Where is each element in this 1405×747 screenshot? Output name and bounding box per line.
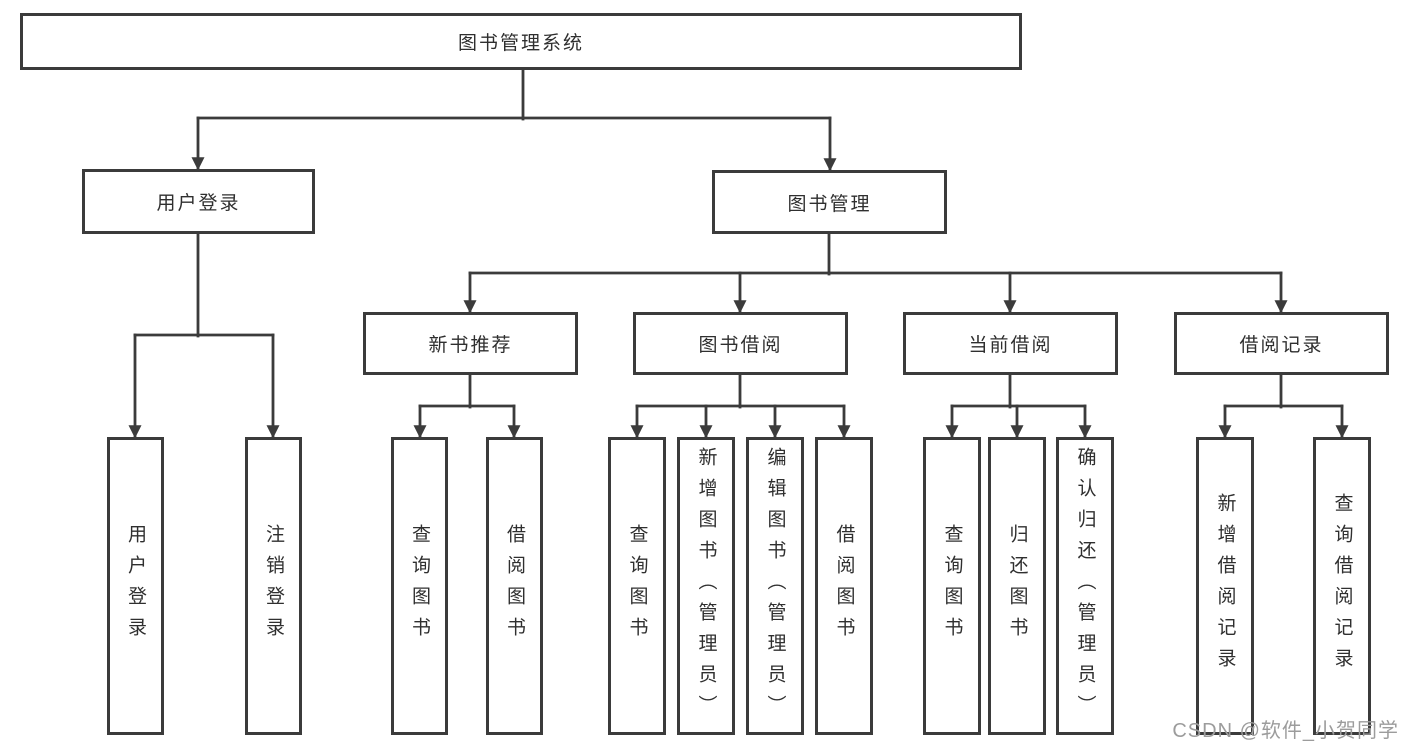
leaf-borrow-books: 借阅图书: [815, 437, 873, 735]
connectors-book-borrow-group: [630, 373, 851, 439]
leaf-label: 查询图书: [941, 524, 963, 648]
leaf-user-login: 用户登录: [107, 437, 164, 735]
node-label: 用户登录: [156, 193, 241, 214]
node-label: 当前借阅: [968, 335, 1053, 356]
node-borrowing-records: 借阅记录: [1174, 312, 1389, 375]
leaf-query-borrow-record: 查询借阅记录: [1313, 437, 1371, 735]
node-library-system: 图书管理系统: [20, 13, 1022, 70]
leaf-logout: 注销登录: [245, 437, 302, 735]
node-book-borrowing: 图书借阅: [633, 312, 848, 375]
leaf-label: 用户登录: [125, 524, 146, 648]
leaf-return-books: 归还图书: [988, 437, 1046, 735]
leaf-query-books: 查询图书: [608, 437, 666, 735]
leaf-add-books-admin: 新增图书（管理员）: [677, 437, 735, 735]
leaf-label: 借阅图书: [833, 524, 855, 648]
leaf-label: 新增借阅记录: [1214, 493, 1236, 679]
node-book-management: 图书管理: [712, 170, 947, 234]
node-label: 图书管理: [787, 193, 872, 215]
node-current-borrowing: 当前借阅: [903, 312, 1118, 375]
leaf-add-borrow-record: 新增借阅记录: [1196, 437, 1254, 735]
leaf-label: 编辑图书（管理员）: [764, 446, 786, 726]
leaf-query-books: 查询图书: [923, 437, 981, 735]
leaf-label: 借阅图书: [504, 524, 525, 648]
connectors-borrow-record-group: [1218, 373, 1349, 439]
leaf-label: 确认归还（管理员）: [1074, 446, 1096, 726]
node-label: 图书借阅: [698, 335, 783, 356]
leaf-query-books: 查询图书: [391, 437, 448, 735]
leaf-label: 新增图书（管理员）: [695, 446, 717, 726]
leaf-borrow-books: 借阅图书: [486, 437, 543, 735]
connectors-current-borrow-group: [945, 373, 1092, 439]
leaf-label: 查询图书: [626, 524, 648, 648]
leaf-confirm-return-admin: 确认归还（管理员）: [1056, 437, 1114, 735]
connectors-new-book-group: [413, 373, 521, 439]
node-label: 借阅记录: [1239, 335, 1324, 356]
leaf-edit-books-admin: 编辑图书（管理员）: [746, 437, 804, 735]
leaf-label: 查询借阅记录: [1331, 493, 1353, 679]
leaf-label: 归还图书: [1006, 524, 1028, 648]
node-label: 新书推荐: [428, 335, 513, 356]
connectors-user-login-group: [128, 232, 280, 439]
node-user-login: 用户登录: [82, 169, 315, 234]
leaf-label: 注销登录: [263, 524, 284, 648]
watermark: CSDN @软件_小贺同学: [1172, 720, 1399, 742]
leaf-label: 查询图书: [409, 524, 430, 648]
connectors-book-mgmt-to-level3: [463, 232, 1288, 314]
node-label: 图书管理系统: [457, 33, 584, 54]
node-new-book-recommend: 新书推荐: [363, 312, 578, 375]
connectors-root-to-level2: [191, 68, 837, 172]
